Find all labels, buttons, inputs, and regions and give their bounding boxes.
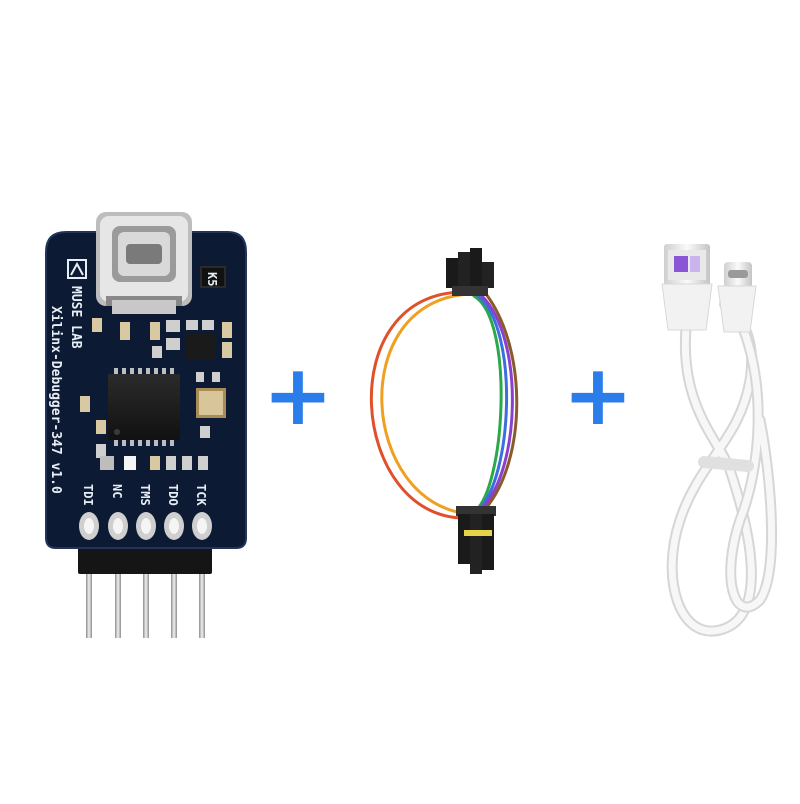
crystal-oscillator (196, 372, 226, 438)
jumper-connector-top (446, 248, 494, 296)
pin-label-nc: NC (110, 484, 124, 498)
pin-label-tdo: TDO (166, 484, 180, 506)
k5-component (200, 266, 226, 288)
pin-label-tdi: TDI (81, 484, 95, 506)
usb-c-plug (717, 262, 757, 333)
plus-sign-left: + (263, 346, 333, 444)
usb-cable (666, 294, 778, 637)
brand-label: MUSE LAB (68, 286, 83, 349)
led-row (100, 456, 208, 470)
pin-label-tms: TMS (138, 484, 152, 506)
pin-labels: TDI NC TMS TDO TCK (81, 484, 208, 506)
jumper-wire-bundle (370, 290, 519, 520)
header-pins (86, 540, 205, 638)
usb-a-plug (661, 244, 713, 331)
muse-lab-logo-icon (67, 259, 87, 279)
jtag-debugger-board: MUSE LAB Xilinx-Debugger-347 v1.0 K5 (45, 212, 247, 638)
pin-label-tck: TCK (194, 484, 208, 506)
usb-c-port (96, 212, 192, 314)
main-ic-chip (108, 368, 180, 446)
model-label: Xilinx-Debugger-347 v1.0 (48, 306, 63, 494)
jumper-connector-bottom (456, 506, 496, 574)
smd-components (80, 318, 232, 458)
component-mark-label: K5 (205, 272, 219, 286)
solder-pads (79, 512, 212, 540)
plus-sign-right: + (563, 346, 633, 444)
